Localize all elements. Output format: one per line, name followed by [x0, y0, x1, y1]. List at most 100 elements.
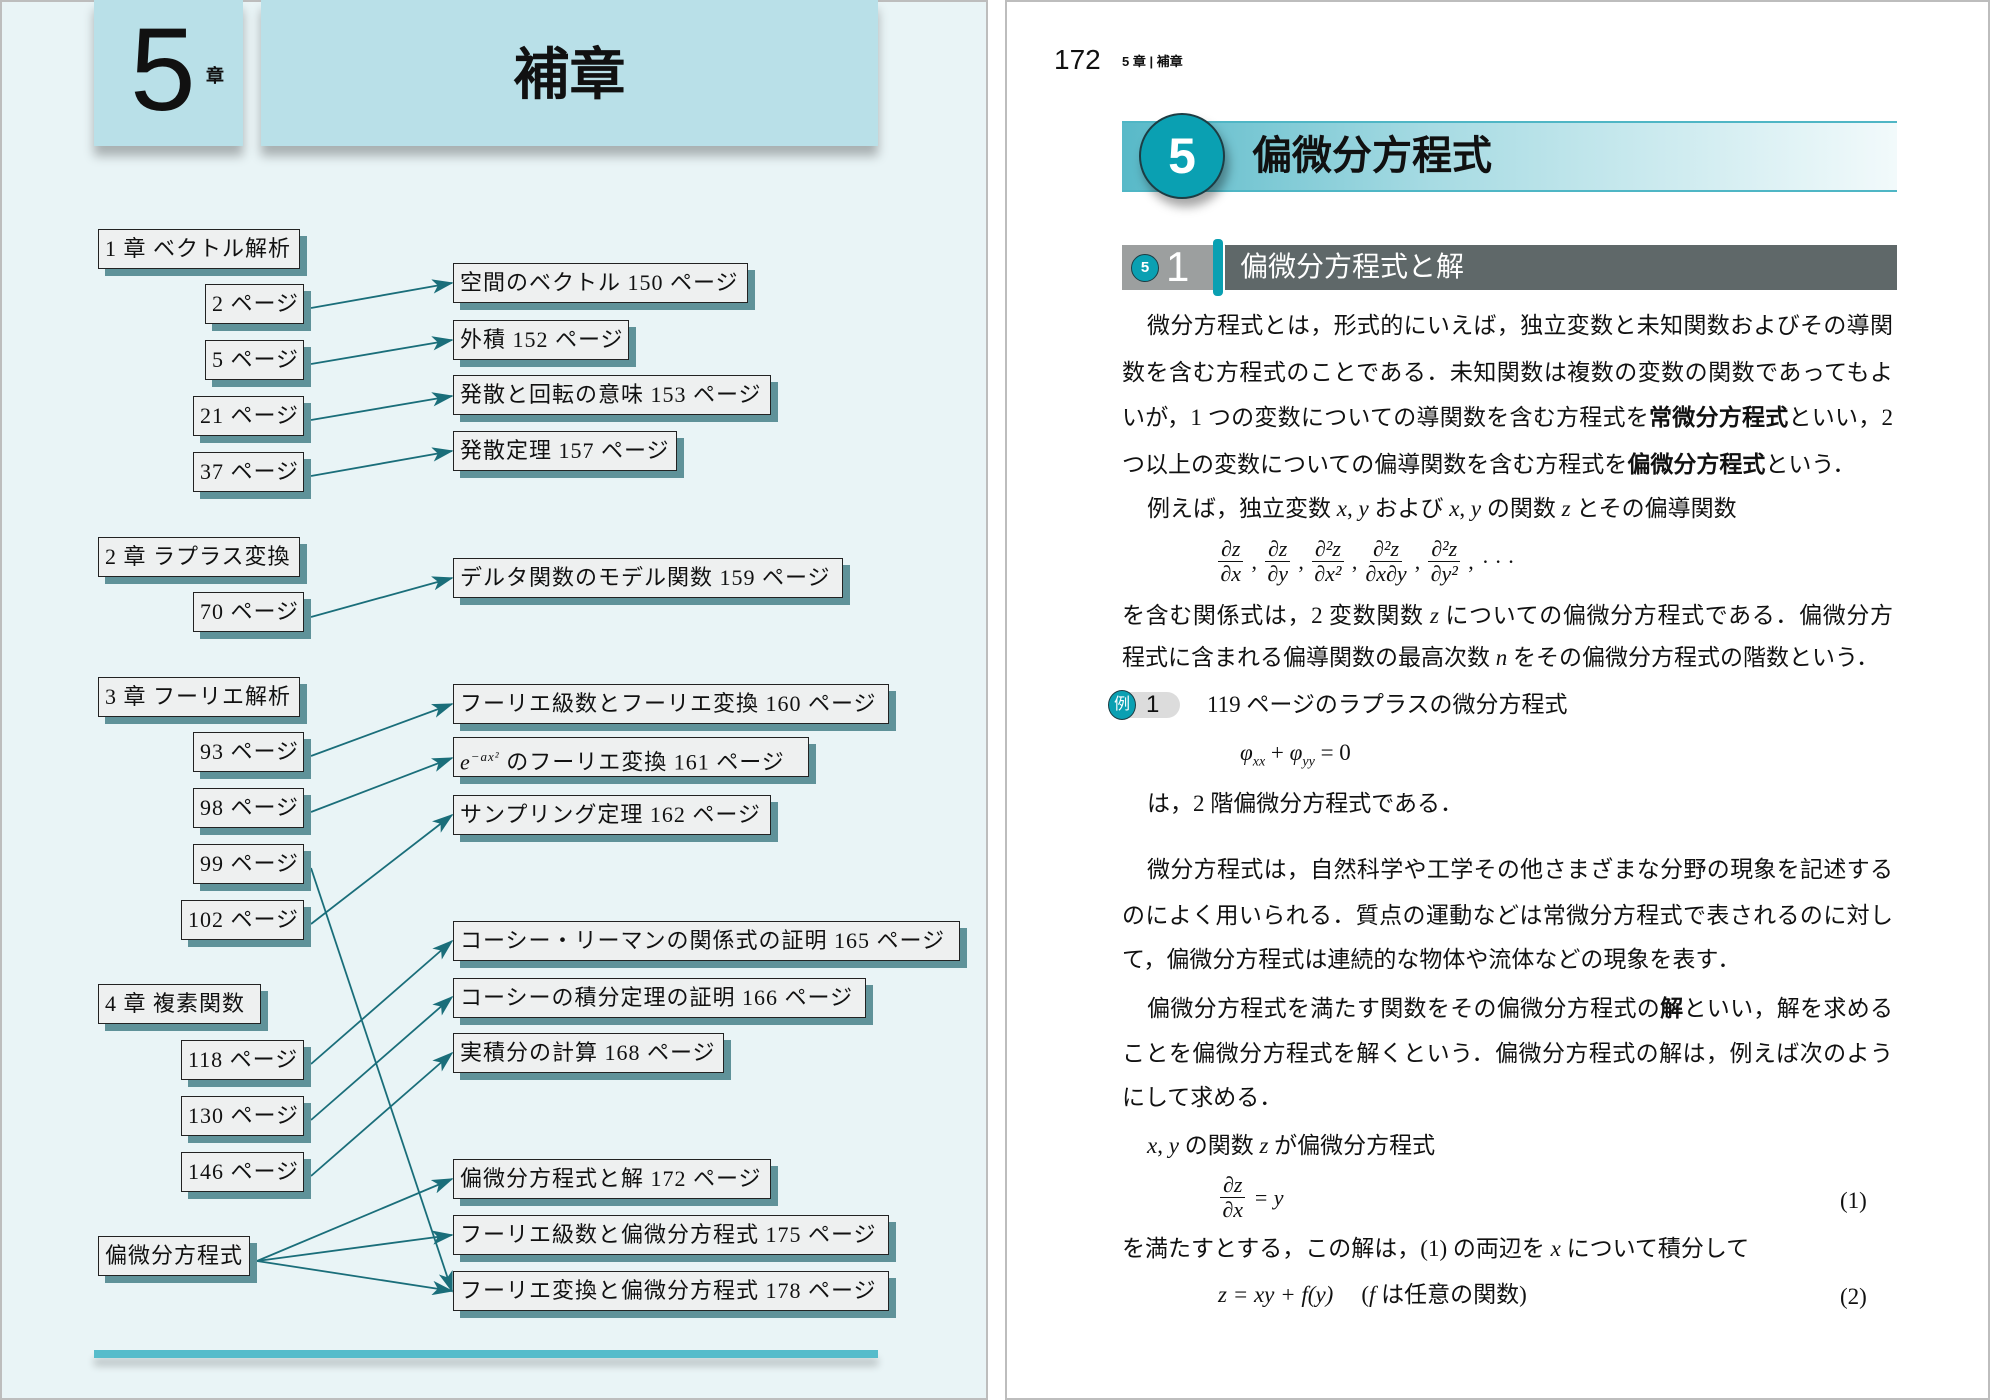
arrow-p70-to-159: [310, 576, 454, 618]
fraction: ∂²z∂x∂y: [1365, 537, 1406, 586]
text: 程式に含まれる偏導関数の最高次数: [1122, 645, 1496, 670]
section-number-badge: 5: [1139, 113, 1225, 199]
text: ,: [1459, 496, 1471, 521]
text: といい，解を求める: [1683, 996, 1894, 1021]
chapter-title: 補章: [261, 0, 878, 146]
phi: φ: [1289, 740, 1303, 765]
numerator: ∂z: [1264, 537, 1291, 562]
source-page-5[interactable]: 5 ページ: [205, 340, 304, 380]
arrow-p2-to-150: [310, 279, 454, 309]
body-line: いが，1 つの変数についての導関数を含む方程式を常微分方程式といい，2: [1122, 400, 1893, 434]
source-page-98[interactable]: 98 ページ: [193, 788, 304, 828]
denominator: ∂y²: [1430, 561, 1458, 586]
target-165[interactable]: コーシー・リーマンの関係式の証明 165 ページ: [453, 921, 960, 961]
operator: = 0: [1314, 740, 1351, 765]
comma: ,: [1298, 548, 1304, 574]
body-line: のによく用いられる．質点の運動などは常微分方程式で表されるのに対し: [1122, 903, 1893, 928]
text: ,: [1157, 1133, 1169, 1158]
var: n: [1495, 645, 1508, 670]
target-166[interactable]: コーシーの積分定理の証明 166 ページ: [453, 978, 866, 1018]
var: z: [1259, 1133, 1269, 1158]
arrow-p5-to-152: [310, 336, 454, 365]
body-line: 偏微分方程式を満たす関数をその偏微分方程式の解といい，解を求める: [1147, 991, 1893, 1025]
target-159[interactable]: デルタ関数のモデル関数 159 ページ: [453, 558, 843, 598]
var: x: [1449, 496, 1460, 521]
subsection-number: 1: [1166, 243, 1190, 290]
arrow-pde-to-175: [256, 1230, 454, 1262]
source-page-21[interactable]: 21 ページ: [193, 396, 304, 436]
source-page-118[interactable]: 118 ページ: [181, 1040, 304, 1080]
fraction: ∂²z∂y²: [1428, 537, 1461, 586]
fraction: ∂z∂x: [1220, 1173, 1246, 1222]
target-162[interactable]: サンプリング定理 162 ページ: [453, 795, 771, 835]
target-157[interactable]: 発散定理 157 ページ: [453, 431, 677, 471]
arrow-p146-to-168: [310, 1051, 454, 1177]
target-168[interactable]: 実積分の計算 168 ページ: [453, 1033, 724, 1073]
target-172[interactable]: 偏微分方程式と解 172 ページ: [453, 1159, 771, 1199]
body-line: 微分方程式とは，形式的にいえば，独立変数と未知関数およびその導関: [1147, 313, 1893, 338]
phi: φ: [1240, 740, 1253, 765]
arrow-p93-to-160: [310, 703, 454, 757]
subscript: xx: [1252, 754, 1266, 770]
arrow-pde-to-172: [256, 1178, 454, 1262]
source-page-37[interactable]: 37 ページ: [193, 452, 304, 492]
text: についての偏微分方程式である．偏微分方: [1438, 603, 1893, 628]
paren: (: [1361, 1282, 1369, 1307]
text: いが，1 つの変数についての導関数を含む方程式を: [1122, 405, 1649, 430]
chapter-label: 章: [206, 66, 224, 86]
comma: ,: [1468, 548, 1474, 574]
source-page-99[interactable]: 99 ページ: [193, 844, 304, 884]
target-161[interactable]: e−ax² のフーリエ変換 161 ページ: [453, 737, 809, 777]
source-chapter-1: 1 章 ベクトル解析: [98, 229, 300, 269]
body-line: 程式に含まれる偏導関数の最高次数 n をその偏微分方程式の階数という．: [1122, 641, 1879, 675]
example-number: 1: [1146, 691, 1160, 718]
text: 偏微分方程式を満たす関数をその偏微分方程式の: [1147, 996, 1661, 1021]
fraction: ∂²z∂x²: [1311, 537, 1344, 586]
target-175[interactable]: フーリエ級数と偏微分方程式 175 ページ: [453, 1215, 889, 1255]
source-page-70[interactable]: 70 ページ: [193, 592, 304, 632]
running-head: 5 章 | 補章: [1122, 54, 1183, 69]
numerator: ∂²z: [1370, 537, 1403, 562]
source-chapter-2: 2 章 ラプラス変換: [98, 537, 300, 577]
text: の関数: [1481, 496, 1562, 521]
target-161-text: のフーリエ変換 161 ページ: [499, 749, 785, 775]
target-161-math: e: [460, 749, 471, 775]
body-line: ことを偏微分方程式を解くという．偏微分方程式の解は，例えば次のよう: [1122, 1041, 1893, 1066]
target-160[interactable]: フーリエ級数とフーリエ変換 160 ページ: [453, 684, 889, 724]
arrow-p98-to-161: [310, 757, 454, 813]
source-page-2[interactable]: 2 ページ: [205, 284, 304, 324]
source-page-102[interactable]: 102 ページ: [181, 900, 304, 940]
source-page-146[interactable]: 146 ページ: [181, 1152, 304, 1192]
source-page-130[interactable]: 130 ページ: [181, 1096, 304, 1136]
subsection-title: 偏微分方程式と解: [1240, 251, 1465, 282]
target-178[interactable]: フーリエ変換と偏微分方程式 178 ページ: [453, 1271, 889, 1311]
arrow-p102-to-162: [310, 813, 454, 925]
text: という．: [1765, 452, 1856, 477]
source-chapter-3: 3 章 フーリエ解析: [98, 677, 300, 717]
comma: ,: [1351, 548, 1358, 574]
target-153[interactable]: 発散と回転の意味 153 ページ: [453, 375, 771, 415]
arrow-pde-to-178: [256, 1260, 454, 1296]
var: y: [1358, 496, 1369, 521]
denominator: ∂y: [1267, 561, 1288, 586]
body-line: 例えば，独立変数 x, y および x, y の関数 z とその偏導関数: [1147, 492, 1737, 526]
var: y: [1168, 1133, 1179, 1158]
equation-2: z = xy + f(y)(f は任意の関数): [1218, 1278, 1527, 1312]
target-152[interactable]: 外積 152 ページ: [453, 320, 629, 360]
section-header-band: [1122, 121, 1897, 192]
text: の関数: [1178, 1133, 1260, 1158]
body-line: を含む関係式は，2 変数関数 z についての偏微分方程式である．偏微分方: [1122, 599, 1893, 633]
target-150[interactable]: 空間のベクトル 150 ページ: [453, 263, 748, 303]
text: つ以上の変数についての偏導関数を含む方程式を: [1122, 452, 1628, 477]
body-line: は，2 階偏微分方程式である．: [1147, 791, 1464, 816]
equation-number-2: (2): [1840, 1284, 1867, 1309]
equation-lhs: z = xy + f(y): [1218, 1282, 1334, 1307]
term-solution: 解: [1660, 995, 1684, 1021]
chapter-number: 5: [130, 4, 196, 136]
fraction: ∂z∂x: [1218, 537, 1244, 586]
fraction: ∂z∂y: [1264, 537, 1291, 586]
link-arrows: [256, 279, 454, 1296]
arrow-p118-to-165: [310, 939, 454, 1065]
text: ,: [1346, 496, 1359, 521]
source-page-93[interactable]: 93 ページ: [193, 732, 304, 772]
